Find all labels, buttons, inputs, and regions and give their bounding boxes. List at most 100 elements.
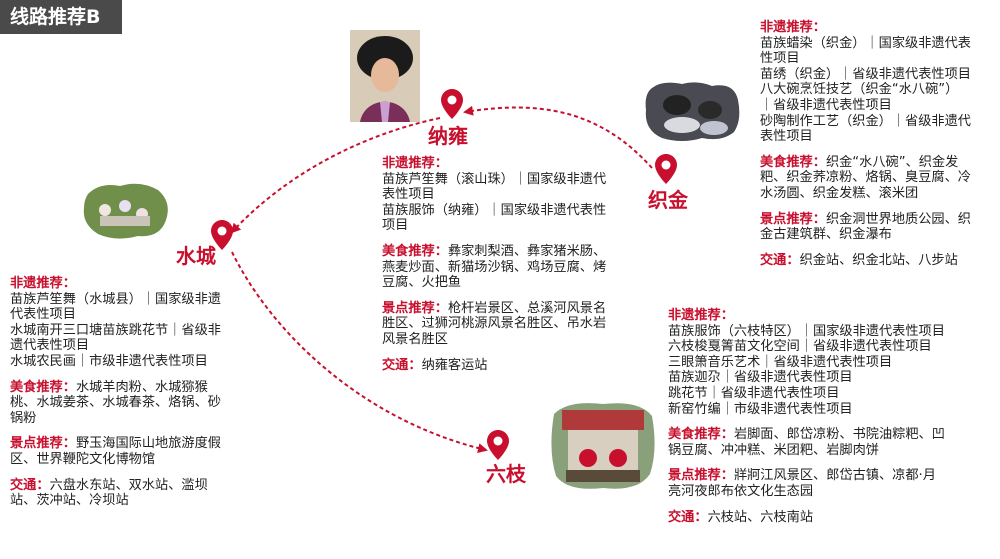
zhijin-feiyi-line: 八大碗烹饪技艺（织金“水八碗”） <box>760 82 959 98</box>
liuzhi-scenic-line: 亮河夜郎布依文化生态园 <box>668 483 814 499</box>
nayong-feiyi-line: 苗族芦笙舞（滚山珠）｜国家级非遗代 <box>382 171 607 187</box>
zhijin-scenic-line: 金古建筑群、织金瀑布 <box>760 227 892 243</box>
nayong-scenic: 景点推荐：枪杆岩景区、总溪河风景名 胜区、过狮河桃源风景名胜区、吊水岩 风景名胜… <box>382 301 606 348</box>
liuzhi-location-pin-icon <box>487 430 509 460</box>
route-shuicheng-to-liuzhi <box>231 251 488 454</box>
liuzhi-feiyi-line: 六枝梭戛箐苗文化空间｜省级非遗代表性项目 <box>668 339 932 355</box>
zhijin-scenic: 景点推荐：织金洞世界地质公园、织 金古建筑群、织金瀑布 <box>760 212 971 243</box>
liuzhi-info: 非遗推荐： 苗族服饰（六枝特区）｜国家级非遗代表性项目 六枝梭戛箐苗文化空间｜省… <box>668 308 945 525</box>
zhijin-traffic-label: 交通： <box>760 252 800 268</box>
shuicheng-photo <box>83 183 168 239</box>
shuicheng-scenic-line: 野玉海国际山地旅游度假 <box>75 436 221 452</box>
zhijin-feiyi-line: 苗族蜡染（织金）｜国家级非遗代表 <box>760 35 971 51</box>
zhijin-location-pin-icon <box>655 154 677 184</box>
zhijin-traffic: 交通：织金站、织金北站、八步站 <box>760 253 971 269</box>
liuzhi-feiyi-line: 三眼箫音乐艺术｜省级非遗代表性项目 <box>668 354 893 370</box>
nayong-food-label: 美食推荐： <box>382 243 448 259</box>
zhijin-food-line: 水汤圆、织金发糕、滚米团 <box>760 185 919 201</box>
nayong-scenic-line: 胜区、过狮河桃源风景名胜区、吊水岩 <box>382 316 607 332</box>
shuicheng-traffic-label: 交通： <box>10 477 50 493</box>
zhijin-feiyi: 非遗推荐： 苗族蜡染（织金）｜国家级非遗代表 性项目 苗绣（织金）｜省级非遗代表… <box>760 20 971 145</box>
liuzhi-traffic-label: 交通： <box>668 509 708 525</box>
liuzhi-scenic-label: 景点推荐： <box>668 468 734 484</box>
shuicheng-traffic-line: 六盘水东站、双水站、滥坝 <box>49 477 208 493</box>
liuzhi-food: 美食推荐：岩脚面、郎岱凉粉、书院油粽粑、凹 锅豆腐、冲冲糕、米团粑、岩脚肉饼 <box>668 427 945 458</box>
liuzhi-photo <box>551 403 655 489</box>
nayong-scenic-line: 枪杆岩景区、总溪河风景名 <box>447 300 607 316</box>
shuicheng-scenic-label: 景点推荐： <box>10 436 76 452</box>
liuzhi-feiyi-label: 非遗推荐： <box>668 308 734 323</box>
zhijin-feiyi-line: 苗绣（织金）｜省级非遗代表性项目 <box>760 66 971 82</box>
zhijin-feiyi-line: 性项目 <box>760 51 800 67</box>
shuicheng-traffic-line: 站、茨冲站、冷坝站 <box>10 493 129 509</box>
zhijin-food: 美食推荐：织金“水八碗”、织金发 粑、织金荞凉粉、烙锅、臭豆腐、冷 水汤圆、织金… <box>760 155 971 202</box>
nayong-location-pin-icon <box>441 89 463 119</box>
zhijin-food-label: 美食推荐： <box>760 154 826 170</box>
liuzhi-feiyi-line: 苗族迦尕｜省级非遗代表性项目 <box>668 370 853 386</box>
liuzhi-feiyi-line: 跳花节｜省级非遗代表性项目 <box>668 385 840 401</box>
nayong-scenic-line: 风景名胜区 <box>382 331 448 347</box>
shuicheng-info: 非遗推荐： 苗族芦笙舞（水城县）｜国家级非遗 代表性项目 水城南开三口塘苗族跳花… <box>10 276 221 509</box>
nayong-photo <box>350 30 420 122</box>
shuicheng-feiyi: 非遗推荐： 苗族芦笙舞（水城县）｜国家级非遗 代表性项目 水城南开三口塘苗族跳花… <box>10 276 221 370</box>
zhijin-photo <box>645 82 740 141</box>
nayong-food: 美食推荐：彝家刺梨酒、彝家猪米肠、 燕麦炒面、新猫场沙锅、鸡场豆腐、烤 豆腐、火… <box>382 244 606 291</box>
liuzhi-feiyi-line: 新窑竹编｜市级非遗代表性项目 <box>668 401 853 417</box>
shuicheng-food-label: 美食推荐： <box>10 379 76 395</box>
shuicheng-feiyi-line: 水城农民画｜市级非遗代表性项目 <box>10 353 208 369</box>
shuicheng-scenic-line: 区、世界鞭陀文化博物馆 <box>10 451 156 467</box>
city-name-shuicheng: 水城 <box>176 244 216 268</box>
zhijin-food-line: 织金“水八碗”、织金发 <box>825 154 959 170</box>
zhijin-scenic-label: 景点推荐： <box>760 211 826 227</box>
nayong-feiyi-line: 项目 <box>382 218 409 234</box>
shuicheng-food: 美食推荐：水城羊肉粉、水城猕猴 桃、水城姜茶、水城春茶、烙锅、砂 锅粉 <box>10 380 221 427</box>
nayong-food-line: 彝家刺梨酒、彝家猪米肠、 <box>447 243 607 259</box>
shuicheng-feiyi-label: 非遗推荐： <box>10 276 76 291</box>
liuzhi-feiyi-line: 苗族服饰（六枝特区）｜国家级非遗代表性项目 <box>668 323 945 339</box>
page-title: 线路推荐B <box>0 0 122 34</box>
nayong-feiyi: 非遗推荐： 苗族芦笙舞（滚山珠）｜国家级非遗代 表性项目 苗族服饰（纳雍）｜国家… <box>382 156 606 234</box>
liuzhi-scenic-line: 牂牁江风景区、郎岱古镇、凉都·月 <box>733 468 936 484</box>
shuicheng-scenic: 景点推荐：野玉海国际山地旅游度假 区、世界鞭陀文化博物馆 <box>10 436 221 467</box>
liuzhi-traffic: 交通：六枝站、六枝南站 <box>668 510 945 526</box>
nayong-food-line: 豆腐、火把鱼 <box>382 275 462 291</box>
nayong-traffic-label: 交通： <box>382 357 422 373</box>
zhijin-feiyi-line: ｜省级非遗代表性项目 <box>760 97 892 113</box>
route-nayong-to-shuicheng <box>230 117 441 234</box>
nayong-feiyi-line: 苗族服饰（纳雍）｜国家级非遗代表性 <box>382 202 607 218</box>
city-name-nayong: 纳雍 <box>428 124 468 148</box>
nayong-scenic-label: 景点推荐： <box>382 300 448 316</box>
liuzhi-food-label: 美食推荐： <box>668 427 734 443</box>
shuicheng-feiyi-line: 苗族芦笙舞（水城县）｜国家级非遗 <box>10 291 221 307</box>
shuicheng-traffic: 交通：六盘水东站、双水站、滥坝 站、茨冲站、冷坝站 <box>10 478 221 509</box>
liuzhi-traffic-value: 六枝站、六枝南站 <box>707 509 814 525</box>
shuicheng-feiyi-line: 遗代表性项目 <box>10 338 90 354</box>
liuzhi-food-line: 锅豆腐、冲冲糕、米团粑、岩脚肉饼 <box>668 442 879 458</box>
zhijin-feiyi-line: 砂陶制作工艺（织金）｜省级非遗代 <box>760 113 971 129</box>
liuzhi-scenic: 景点推荐：牂牁江风景区、郎岱古镇、凉都·月 亮河夜郎布依文化生态园 <box>668 468 945 499</box>
nayong-feiyi-line: 表性项目 <box>382 187 435 203</box>
route-zhijin-to-nayong <box>463 105 653 169</box>
zhijin-scenic-line: 织金洞世界地质公园、织 <box>825 211 971 227</box>
shuicheng-food-line: 锅粉 <box>10 410 37 426</box>
shuicheng-food-line: 桃、水城姜茶、水城春茶、烙锅、砂 <box>10 395 221 411</box>
zhijin-feiyi-label: 非遗推荐： <box>760 20 826 35</box>
nayong-feiyi-label: 非遗推荐： <box>382 156 448 171</box>
nayong-info: 非遗推荐： 苗族芦笙舞（滚山珠）｜国家级非遗代 表性项目 苗族服饰（纳雍）｜国家… <box>382 156 606 373</box>
nayong-traffic-value: 纳雍客运站 <box>421 357 488 373</box>
zhijin-traffic-value: 织金站、织金北站、八步站 <box>799 252 958 268</box>
shuicheng-food-line: 水城羊肉粉、水城猕猴 <box>75 379 208 395</box>
city-name-zhijin: 织金 <box>648 188 688 212</box>
nayong-traffic: 交通：纳雍客运站 <box>382 358 606 374</box>
shuicheng-feiyi-line: 代表性项目 <box>10 307 76 323</box>
zhijin-feiyi-line: 表性项目 <box>760 129 813 145</box>
shuicheng-feiyi-line: 水城南开三口塘苗族跳花节｜省级非 <box>10 322 221 338</box>
city-name-liuzhi: 六枝 <box>486 462 526 486</box>
shuicheng-location-pin-icon <box>211 220 233 250</box>
liuzhi-feiyi: 非遗推荐： 苗族服饰（六枝特区）｜国家级非遗代表性项目 六枝梭戛箐苗文化空间｜省… <box>668 308 945 417</box>
nayong-food-line: 燕麦炒面、新猫场沙锅、鸡场豆腐、烤 <box>382 259 607 275</box>
liuzhi-food-line: 岩脚面、郎岱凉粉、书院油粽粑、凹 <box>733 427 945 443</box>
zhijin-food-line: 粑、织金荞凉粉、烙锅、臭豆腐、冷 <box>760 170 971 186</box>
zhijin-info: 非遗推荐： 苗族蜡染（织金）｜国家级非遗代表 性项目 苗绣（织金）｜省级非遗代表… <box>760 20 971 268</box>
